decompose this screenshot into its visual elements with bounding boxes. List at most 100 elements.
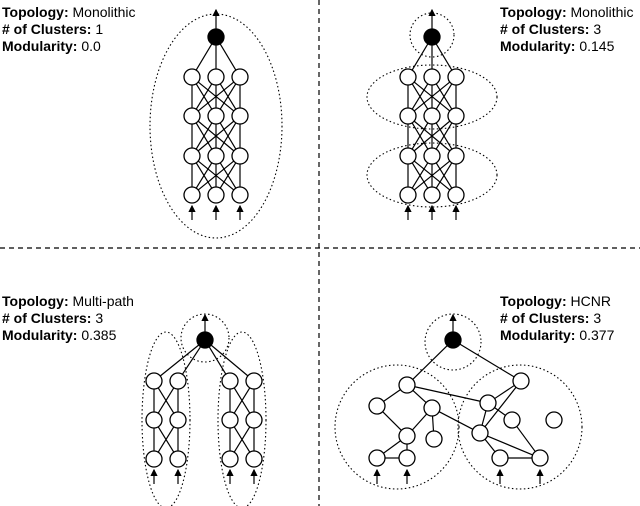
node <box>425 430 443 448</box>
edge <box>383 440 401 454</box>
edge <box>411 122 429 150</box>
clusters-line: # of Clusters: 3 <box>2 310 134 327</box>
edge <box>413 81 451 112</box>
edge <box>435 162 453 189</box>
cluster-boundary <box>366 64 498 130</box>
cluster-boundary <box>424 313 482 371</box>
modularity-label: Modularity: <box>2 38 78 54</box>
edge <box>459 343 515 378</box>
node <box>423 107 441 125</box>
topology-line: Topology: Monolithic <box>500 4 634 21</box>
edge <box>195 43 213 71</box>
edge <box>411 162 429 189</box>
node <box>207 107 225 125</box>
modularity-line: Modularity: 0.377 <box>500 327 614 344</box>
topology-label: Topology: <box>500 293 567 309</box>
edge <box>382 411 402 431</box>
node <box>368 449 386 467</box>
cluster-boundary <box>141 331 191 506</box>
edge <box>195 162 213 189</box>
modularity-label: Modularity: <box>2 327 78 343</box>
edge <box>516 426 536 452</box>
node <box>447 147 465 165</box>
edge <box>197 81 235 112</box>
cluster-boundary <box>409 12 455 58</box>
clusters-label: # of Clusters: <box>2 310 92 326</box>
clusters-value: 1 <box>95 21 104 37</box>
panel-top-left-info: Topology: Monolithic # of Clusters: 1 Mo… <box>2 4 136 55</box>
node <box>423 399 441 417</box>
edge <box>494 407 506 416</box>
edge <box>412 345 448 380</box>
node <box>447 68 465 86</box>
node <box>471 424 489 442</box>
node <box>545 411 563 429</box>
edge <box>435 122 453 150</box>
node <box>207 186 225 204</box>
cluster-boundary <box>217 331 267 506</box>
output-node <box>444 331 462 349</box>
node <box>231 107 249 125</box>
modularity-line: Modularity: 0.0 <box>2 38 136 55</box>
node <box>145 450 163 468</box>
node <box>183 186 201 204</box>
topology-label: Topology: <box>2 293 69 309</box>
edge <box>487 435 533 456</box>
node <box>183 107 201 125</box>
clusters-value: 3 <box>593 310 602 326</box>
panel-bottom-left-info: Topology: Multi-path # of Clusters: 3 Mo… <box>2 293 134 344</box>
node <box>183 147 201 165</box>
edge <box>210 344 249 377</box>
topology-value: Multi-path <box>72 293 134 309</box>
topology-value: Monolithic <box>72 4 136 20</box>
edge <box>233 426 251 453</box>
edge <box>413 160 451 191</box>
cluster-boundary <box>149 13 283 239</box>
modularity-line: Modularity: 0.145 <box>500 38 634 55</box>
node <box>398 449 416 467</box>
node <box>503 411 521 429</box>
node <box>399 107 417 125</box>
panel-top-right-info: Topology: Monolithic # of Clusters: 3 Mo… <box>500 4 634 55</box>
node <box>145 411 163 429</box>
edge <box>494 384 515 400</box>
node <box>479 394 497 412</box>
node <box>399 147 417 165</box>
node <box>207 68 225 86</box>
edge <box>197 160 235 191</box>
node <box>207 147 225 165</box>
edge <box>219 83 237 110</box>
clusters-label: # of Clusters: <box>2 21 92 37</box>
edge <box>438 411 474 430</box>
modularity-line: Modularity: 0.385 <box>2 327 134 344</box>
node <box>447 107 465 125</box>
node <box>368 397 386 415</box>
node <box>221 372 239 390</box>
edge <box>484 386 517 428</box>
topology-line: Topology: Monolithic <box>2 4 136 21</box>
node <box>447 186 465 204</box>
node <box>423 147 441 165</box>
edge <box>195 83 213 110</box>
edge <box>219 162 237 189</box>
modularity-value: 0.377 <box>579 327 615 343</box>
modularity-value: 0.145 <box>579 38 615 54</box>
modularity-label: Modularity: <box>500 38 576 54</box>
clusters-label: # of Clusters: <box>500 310 590 326</box>
edge <box>197 120 235 152</box>
node <box>231 68 249 86</box>
node <box>145 372 163 390</box>
topology-line: Topology: Multi-path <box>2 293 134 310</box>
output-node <box>207 28 225 46</box>
node <box>531 449 549 467</box>
node <box>245 411 263 429</box>
topology-label: Topology: <box>2 4 69 20</box>
modularity-value: 0.385 <box>81 327 117 343</box>
edge <box>411 43 429 71</box>
edge <box>219 122 237 150</box>
edge <box>157 426 175 453</box>
edges <box>150 8 544 484</box>
clusters-line: # of Clusters: 3 <box>500 21 634 38</box>
node <box>245 372 263 390</box>
